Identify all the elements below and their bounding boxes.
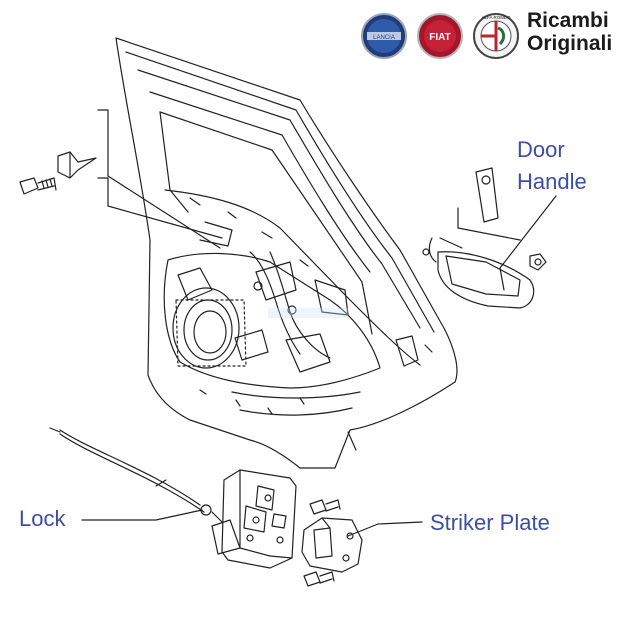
lock-label: Lock [19,506,66,531]
regulator-wiring [249,251,331,359]
lock-cable [49,427,223,523]
striker-plate-label: Striker Plate [430,510,550,535]
lancia-logo-text: LANCIA [373,35,395,41]
alfa-romeo-logo-text: ALFA ROMEO [481,15,511,20]
door-fasteners [19,109,223,249]
screws [303,499,341,587]
door-handle-label-line-2: Handle [517,169,587,194]
striker-plate [301,517,363,573]
lock-callout-line [81,509,203,521]
door-handle-part [422,167,547,309]
speaker-opening [172,287,247,369]
watermark [268,308,348,318]
brand-logos: LANCIA FIAT ALFA ROMEO [361,13,519,59]
striker-plate-callout-line [347,521,423,537]
lock-mechanism [211,469,297,569]
door-handle-callout-line [499,195,557,269]
brand-line-1: Ricambi [527,9,609,32]
fiat-logo-text: FIAT [429,32,450,43]
door-handle-label-line-1: Door [517,137,565,162]
door-panel [115,37,458,469]
brand-line-2: Originali [527,32,613,55]
